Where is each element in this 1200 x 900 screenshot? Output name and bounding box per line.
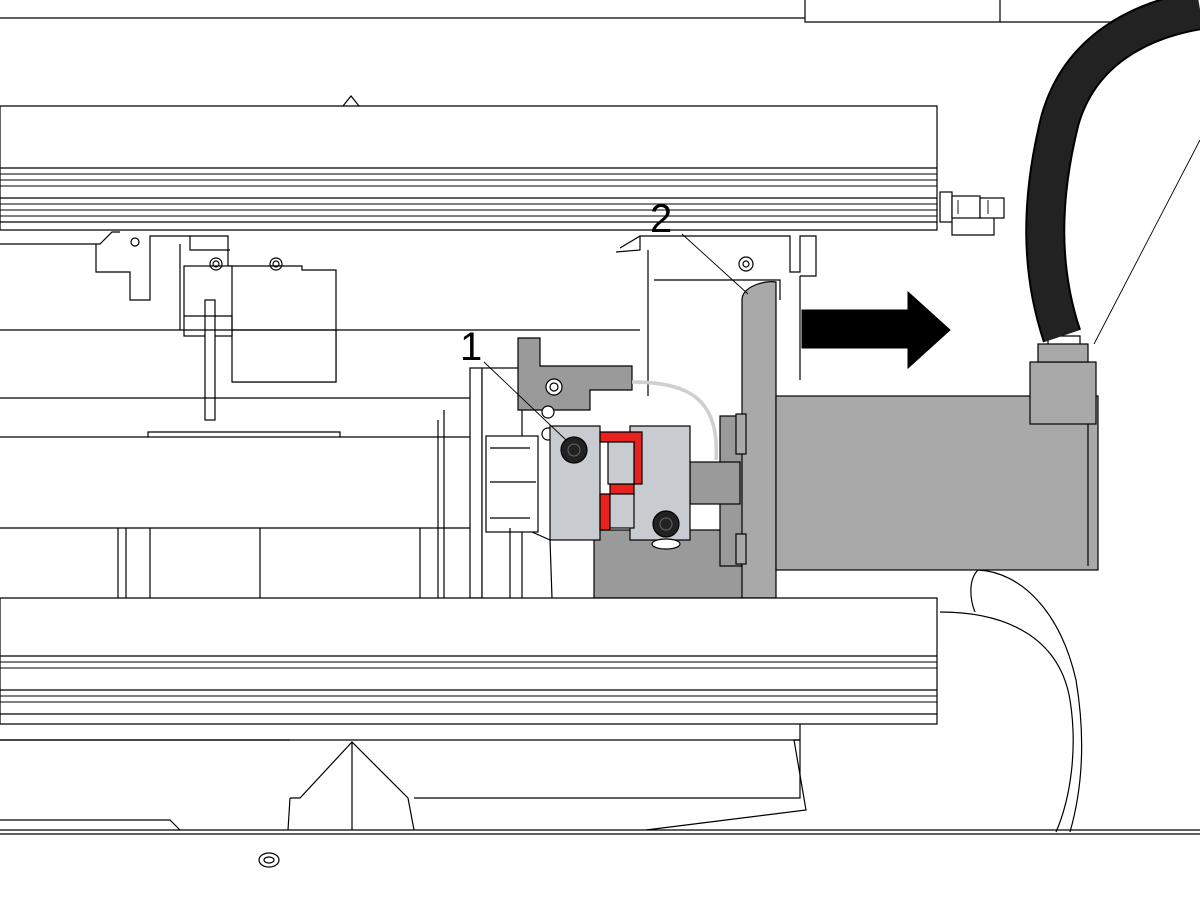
lower-cover bbox=[939, 569, 1083, 833]
shaft-coupling bbox=[549, 425, 691, 550]
sensor-bracket bbox=[0, 231, 337, 421]
cable-hose bbox=[1025, 0, 1200, 345]
arrow-right-icon bbox=[801, 290, 951, 370]
center-bracket bbox=[615, 235, 817, 396]
callout-label-2: 2 bbox=[650, 197, 672, 241]
callout-leaders bbox=[483, 233, 749, 441]
lower-rail bbox=[0, 597, 938, 725]
motor-flange bbox=[735, 281, 777, 599]
upper-rail bbox=[0, 95, 938, 231]
bottom-base bbox=[0, 724, 1200, 868]
mid-frame-lines bbox=[0, 329, 640, 598]
cable-connector bbox=[939, 191, 1005, 236]
spindle-shaft bbox=[469, 367, 553, 601]
servo-motor bbox=[775, 335, 1099, 571]
cable-loop bbox=[631, 380, 719, 461]
callout-label-1: 1 bbox=[460, 325, 482, 369]
top-frame bbox=[0, 0, 1200, 23]
